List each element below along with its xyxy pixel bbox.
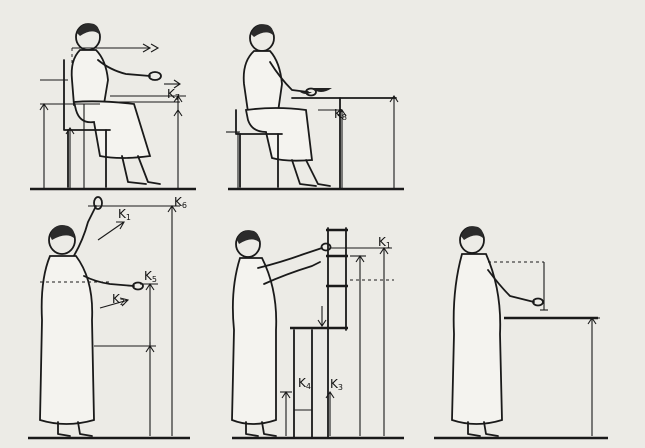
label-k7: K7 (167, 87, 180, 102)
label-k2: K2 (112, 292, 125, 307)
standing-woman-reaching-icon (28, 196, 190, 440)
standing-woman-at-shelves-icon (231, 227, 404, 440)
label-k8: K8 (334, 107, 347, 122)
standing-woman-at-counter-icon (434, 226, 608, 440)
seated-woman-at-table-icon (226, 24, 404, 191)
label-k3: K3 (330, 377, 343, 392)
label-k4: K4 (298, 376, 311, 391)
label-k5: K5 (144, 269, 157, 284)
label-k1-shelves: K1 (378, 235, 391, 250)
seated-woman-icon (30, 23, 196, 191)
label-k1: K1 (118, 207, 131, 222)
label-k6: K6 (174, 195, 187, 210)
